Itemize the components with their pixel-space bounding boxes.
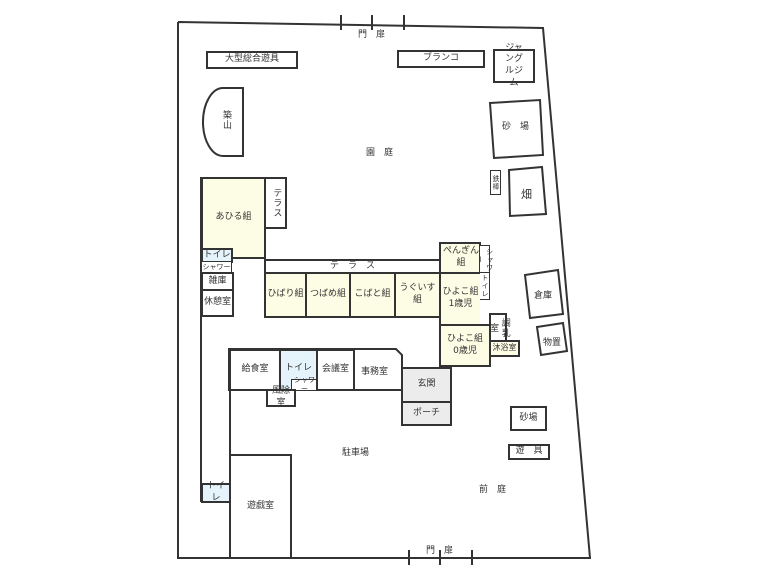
meeting-room: 会議室: [316, 349, 355, 391]
warehouse-shape: [523, 268, 565, 320]
site-boundary: [177, 21, 592, 559]
playroom: 遊戯室: [229, 454, 292, 559]
sandbox-top-label: 砂 場: [502, 122, 530, 132]
garden-label: 園 庭: [366, 148, 394, 158]
field-shape: [507, 165, 548, 218]
iron-bar: 鉄棒: [490, 170, 501, 195]
entrance: 玄関: [401, 367, 452, 403]
sandbox-bottom: 砂場: [510, 406, 547, 431]
equipment: 遊 具: [508, 444, 550, 460]
room-tsubame: つばめ組: [305, 272, 351, 318]
room-hiyoko-0: ひよこ組 0歳児: [439, 324, 491, 367]
toilet-2: トイレ: [479, 272, 490, 300]
field-label: 畑: [521, 188, 532, 201]
room-hiyoko-1: ひよこ組 1歳児: [439, 272, 480, 326]
terrace-vertical: テラス: [264, 177, 287, 229]
porch: ポーチ: [401, 401, 452, 426]
office: 事務室: [361, 367, 389, 377]
room-hibari: ひばり組: [264, 272, 307, 318]
milk-room: 調乳室: [488, 313, 510, 343]
gate-top-marks: [340, 15, 405, 30]
front-yard-label: 前 庭: [479, 485, 507, 495]
room-uguisu: うぐいす組: [394, 272, 441, 318]
shower-2: シャワー: [477, 245, 494, 274]
toilet-4: トイレ: [201, 481, 231, 503]
jungle-gym: ジャングルジム: [493, 43, 535, 88]
sandbox-top-shape: [488, 98, 545, 160]
gate-bottom-marks: [408, 550, 473, 565]
room-ahiru: あひる組: [201, 177, 266, 259]
room-kobato: こばと組: [349, 272, 396, 318]
gate-top-label: 門 扉: [358, 30, 386, 40]
mound-label: 築山: [221, 110, 231, 130]
storage-label: 物置: [543, 338, 562, 348]
shower-1: シャワー: [201, 261, 232, 273]
bath-room: 沐浴室: [489, 340, 520, 357]
storage-shape: [535, 321, 569, 357]
warehouse-label: 倉庫: [534, 291, 553, 301]
windbreak-room: 風除室: [266, 386, 296, 408]
rest-room: 休憩室: [201, 289, 234, 317]
kitchen: 給食室: [229, 349, 281, 391]
parking-label: 駐車場: [342, 448, 370, 458]
gate-bottom-label: 門 扉: [426, 546, 454, 556]
mound-shape: [202, 87, 244, 157]
big-play-equipment: 大型総合遊具: [206, 51, 298, 69]
swing: ブランコ: [397, 50, 485, 68]
